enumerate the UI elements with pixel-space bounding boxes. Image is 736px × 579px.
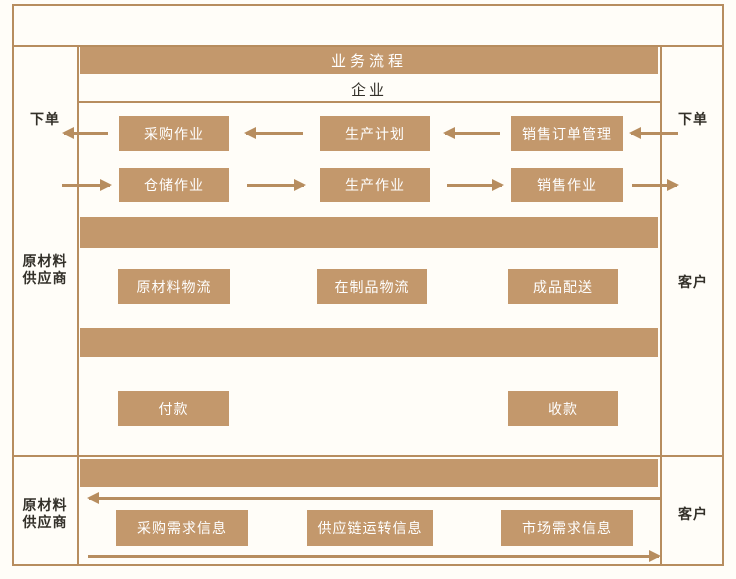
box-payment: 付款 [118,391,229,426]
box-procurement-demand-info: 采购需求信息 [116,510,248,546]
label-line: 供应商 [22,514,68,531]
box-sales-ops: 销售作业 [511,168,623,202]
box-label: 生产作业 [345,178,405,194]
title-band: 业务流程 [80,47,658,74]
top-band-divider [12,45,724,47]
box-label: 仓储作业 [144,178,204,194]
label-text: 下单 [30,112,60,128]
box-market-demand-info: 市场需求信息 [501,510,633,546]
arrow-right-icon [62,184,110,187]
box-label: 销售订单管理 [522,126,612,143]
bottom-right-customer-label: 客户 [662,507,724,524]
label-line: 供应商 [22,270,68,287]
box-label: 生产计划 [345,126,405,143]
box-label: 付款 [158,401,189,418]
arrow-left-icon [64,132,108,135]
separator-band [80,459,658,487]
box-warehouse-ops: 仓储作业 [119,168,229,202]
box-label: 市场需求信息 [522,521,612,537]
right-column-divider [660,46,662,566]
label-line: 原材料 [22,498,68,514]
arrow-left-icon [631,132,678,135]
left-column-divider [77,46,79,566]
box-sales-order-mgmt: 销售订单管理 [511,116,623,151]
arrow-right-icon [447,184,502,187]
box-production-ops: 生产作业 [320,168,430,202]
box-label: 供应链运转信息 [317,521,423,537]
left-order-label: 下单 [13,112,77,129]
info-flow-arrow-right-icon [88,555,659,558]
label-line: 原材料 [22,254,68,270]
arrow-left-icon [246,132,303,135]
left-supplier-label: 原材料 供应商 [13,254,77,287]
label-text: 下单 [678,112,708,128]
right-customer-label: 客户 [662,275,724,292]
arrow-right-icon [247,184,304,187]
box-label: 收款 [548,401,578,418]
box-label: 在制品物流 [334,279,410,296]
label-text: 客户 [678,275,708,291]
outer-border [12,4,724,566]
bottom-section-divider [12,455,724,457]
enterprise-band-underline [79,101,662,103]
separator-band [80,328,658,357]
box-wip-logistics: 在制品物流 [317,269,427,304]
box-label: 成品配送 [533,279,593,296]
box-label: 销售作业 [537,178,597,194]
box-supply-chain-operation-info: 供应链运转信息 [307,510,433,546]
enterprise-band: 企业 [80,77,658,101]
enterprise-band-label: 企业 [350,80,387,99]
box-label: 原材料物流 [136,279,212,296]
title-band-label: 业务流程 [330,52,407,70]
box-label: 采购作业 [144,126,204,143]
arrow-right-icon [632,184,677,187]
box-raw-material-logistics: 原材料物流 [118,269,230,304]
label-text: 客户 [678,507,708,523]
info-flow-arrow-left-icon [89,497,660,500]
box-label: 采购需求信息 [137,521,227,537]
arrow-left-icon [445,132,500,135]
box-procurement-ops: 采购作业 [119,116,229,151]
right-order-label: 下单 [662,112,724,129]
separator-band [80,217,658,248]
box-receipt: 收款 [508,391,618,426]
bottom-left-supplier-label: 原材料 供应商 [13,498,77,531]
box-finished-goods-delivery: 成品配送 [508,269,618,304]
box-production-plan: 生产计划 [320,116,430,151]
